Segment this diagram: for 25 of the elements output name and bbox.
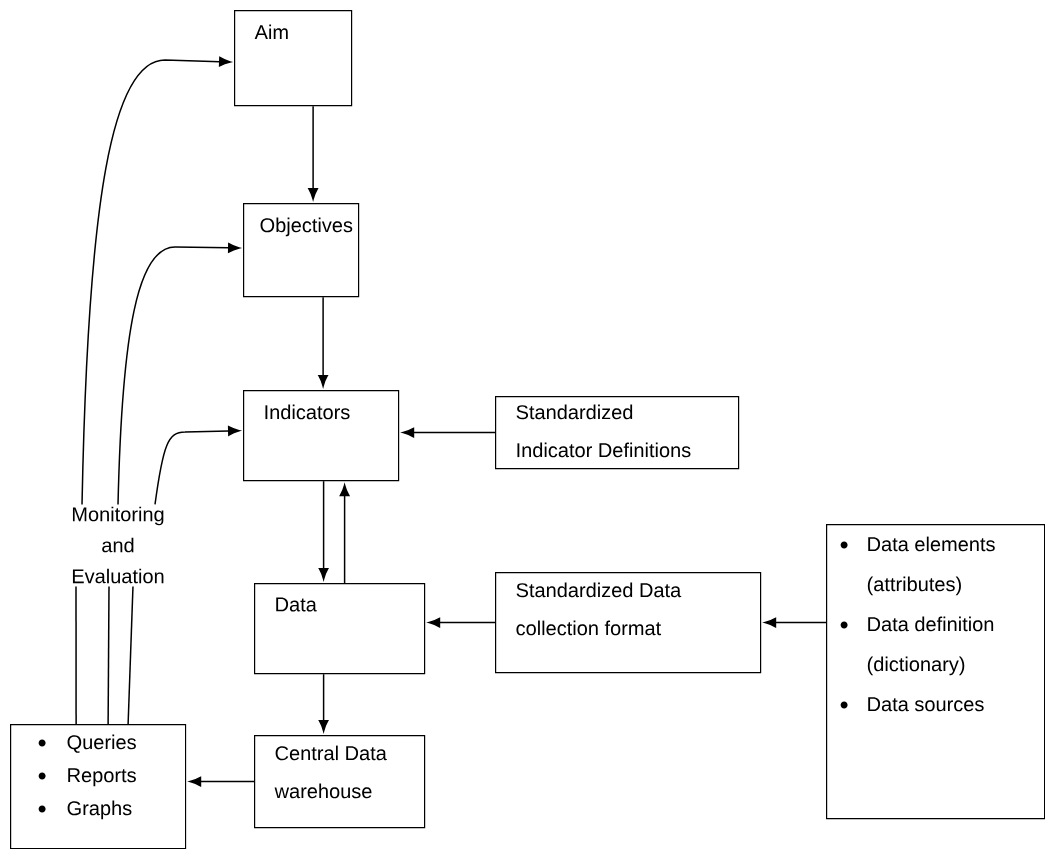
- bullet-list-box: Data elements (attributes) Data definition (dictionary) Data sources: [826, 524, 1045, 820]
- arrow: [764, 617, 827, 628]
- connector-line: [107, 585, 110, 725]
- arrow: [189, 776, 255, 787]
- arrow: [117, 242, 240, 506]
- process-box: Indicators: [243, 390, 400, 482]
- connector-line: [75, 585, 77, 725]
- arrow: [308, 105, 318, 200]
- process-box: Aim: [234, 10, 353, 107]
- arrow: [318, 296, 328, 387]
- arrow: [318, 480, 329, 580]
- process-box: Objectives: [243, 203, 360, 298]
- process-box: Central Data warehouse: [254, 735, 426, 829]
- bullet-list-box: Queries Reports Graphs: [10, 724, 187, 849]
- arrow: [402, 427, 496, 438]
- process-box: Standardized Data collection format: [495, 572, 762, 674]
- arrow: [154, 426, 240, 506]
- process-box: Standardized Indicator Definitions: [495, 396, 740, 470]
- connector-line: [127, 585, 134, 725]
- label-text: Monitoring and Evaluation: [72, 506, 164, 584]
- arrow: [318, 673, 329, 732]
- process-box: Data: [254, 583, 426, 675]
- arrow: [428, 617, 496, 628]
- arrow: [81, 56, 231, 506]
- arrow: [339, 484, 350, 584]
